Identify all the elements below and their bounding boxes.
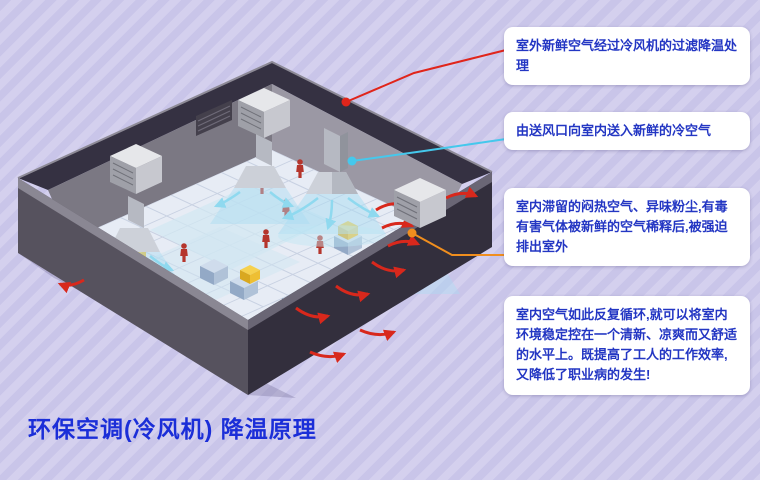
callout-fresh-air-filtering: 室外新鲜空气经过冷风机的过滤降温处理: [504, 27, 750, 86]
callout-exhaust-air: 室内滞留的闷热空气、异味粉尘,有毒有害气体被新鲜的空气稀释后,被强迫排出室外: [504, 188, 750, 267]
cooler-unit: [238, 88, 290, 138]
connector-line-3: [411, 232, 506, 256]
wall-louver: [196, 100, 232, 136]
connector-dot-2: [347, 156, 357, 166]
connector-line-1: [345, 49, 507, 103]
callout-text: 室外新鲜空气经过冷风机的过滤降温处理: [516, 38, 738, 74]
connector-line-2: [351, 138, 507, 162]
page-title: 环保空调(冷风机) 降温原理: [28, 416, 317, 442]
exhaust-air-arrows: [57, 186, 479, 363]
connector-dot-3: [407, 228, 417, 238]
roof-rim: [17, 60, 493, 190]
rooftop-cooler-units: [110, 88, 446, 228]
connector-dot-1: [341, 97, 351, 107]
callout-text: 由送风口向室内送入新鲜的冷空气: [516, 123, 712, 138]
callout-text: 室内滞留的闷热空气、异味粉尘,有毒有害气体被新鲜的空气稀释后,被强迫排出室外: [516, 199, 728, 255]
callout-connectors: [341, 49, 507, 256]
callout-text: 室内空气如此反复循环,就可以将室内环境稳定控在一个清新、凉爽而又舒适的水平上。既…: [516, 307, 738, 383]
callout-circulation-benefit: 室内空气如此反复循环,就可以将室内环境稳定控在一个清新、凉爽而又舒适的水平上。既…: [504, 296, 750, 395]
cooler-unit: [110, 144, 162, 194]
callout-cold-air-supply: 由送风口向室内送入新鲜的冷空气: [504, 112, 750, 151]
cooler-unit: [394, 178, 446, 228]
